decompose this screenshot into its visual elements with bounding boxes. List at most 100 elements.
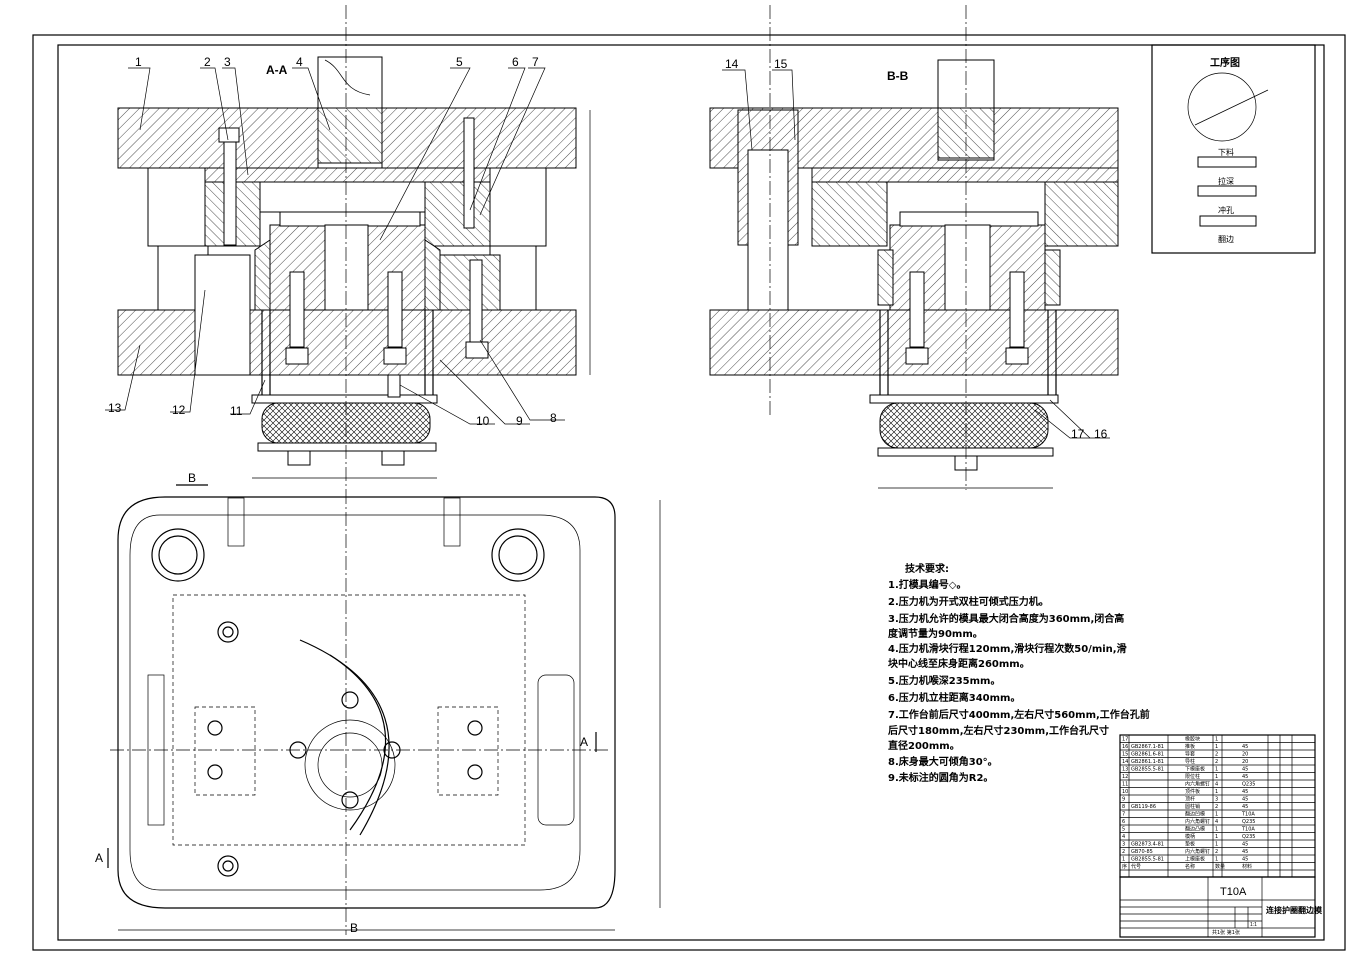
part-number-9: 9 <box>516 414 523 428</box>
bom-header-mat: 材料 <box>1242 863 1252 870</box>
bom-cell-qty: 2 <box>1215 752 1218 758</box>
bom-cell-qty: 1 <box>1215 834 1218 840</box>
part-number-15: 15 <box>774 57 788 71</box>
bom-cell-name: 顶件板 <box>1185 788 1200 795</box>
bom-cell-name: 导套 <box>1185 751 1195 758</box>
bom-cell-no: 9 <box>1122 797 1125 803</box>
bom-cell-no: 7 <box>1122 812 1125 818</box>
part-number-11: 11 <box>230 404 243 418</box>
part-number-5: 5 <box>456 55 463 69</box>
part-number-13: 13 <box>108 401 122 415</box>
bom-cell-qty: 2 <box>1215 849 1218 855</box>
plan-view <box>110 490 661 935</box>
bom-cell-std: GB2855.5-81 <box>1131 767 1164 773</box>
bom-cell-name: 翻边凹模 <box>1185 811 1205 818</box>
part-number-4: 4 <box>296 55 303 69</box>
bom-cell-qty: 1 <box>1215 857 1218 863</box>
bom-cell-no: 6 <box>1122 819 1125 825</box>
bom-cell-qty: 1 <box>1215 842 1218 848</box>
bom-cell-mat: 45 <box>1242 744 1248 750</box>
section-aa-view: A-A <box>117 5 591 490</box>
bom-cell-qty: 2 <box>1215 759 1218 765</box>
bom-cell-name: 顶杆 <box>1185 796 1195 803</box>
bom-cell-mat: 45 <box>1242 789 1248 795</box>
part-number-1: 1 <box>135 55 142 69</box>
part-number-7: 7 <box>532 55 539 69</box>
tech-req-6: 块中心线至床身距离260mm。 <box>888 657 1030 670</box>
bom-cell-qty: 1 <box>1215 827 1218 833</box>
bom-cell-mat: 45 <box>1242 774 1248 780</box>
bom-header-qty: 数量 <box>1215 863 1225 870</box>
bom-cell-mat: 20 <box>1242 752 1248 758</box>
title-block-material: T10A <box>1220 886 1247 898</box>
bom-cell-qty: 1 <box>1215 812 1218 818</box>
bom-cell-no: 14 <box>1122 759 1128 765</box>
bom-cell-std: GB119-86 <box>1131 804 1156 810</box>
bom-cell-mat: Q235 <box>1242 782 1255 788</box>
part-number-2: 2 <box>204 55 211 69</box>
bom-cell-qty: 1 <box>1215 737 1218 743</box>
bom-cell-name: 导柱 <box>1185 758 1195 765</box>
part-number-3: 3 <box>224 55 231 69</box>
bom-cell-mat: 20 <box>1242 759 1248 765</box>
bom-cell-mat: 45 <box>1242 857 1248 863</box>
process-chart-title: 工序图 <box>1210 56 1240 69</box>
section-aa-label: A-A <box>266 63 288 77</box>
tech-req-1: 1.打模具编号◇。 <box>888 578 966 591</box>
section-bb-view: B-B <box>709 5 1119 490</box>
bom-cell-name: 垫板 <box>1185 841 1195 848</box>
section-cut-markers: B B A A <box>95 471 597 935</box>
bom-cell-no: 16 <box>1122 744 1128 750</box>
title-block-sheet: 共1张 第1张 <box>1212 929 1240 936</box>
process-step-3: 冲孔 <box>1218 205 1234 215</box>
bom-header-name: 名称 <box>1185 863 1195 870</box>
bom-cell-qty: 3 <box>1215 797 1218 803</box>
part-number-12: 12 <box>172 403 186 417</box>
section-bb-label: B-B <box>887 69 909 83</box>
tech-req-11: 直径200mm。 <box>888 739 960 752</box>
bom-cell-mat: 45 <box>1242 804 1248 810</box>
bom-cell-qty: 2 <box>1215 804 1218 810</box>
process-step-2: 拉深 <box>1218 176 1234 186</box>
bom-cell-no: 11 <box>1122 782 1128 788</box>
part-number-16: 16 <box>1094 427 1108 441</box>
bom-cell-mat: 45 <box>1242 849 1248 855</box>
bom-header-no: 序 <box>1122 863 1127 870</box>
bom-cell-no: 13 <box>1122 767 1128 773</box>
part-number-8: 8 <box>550 411 557 425</box>
tech-req-3: 3.压力机允许的模具最大闭合高度为360mm,闭合高 <box>888 612 1124 625</box>
bom-cell-name: 圆柱销 <box>1185 803 1200 810</box>
bom-header-std: 代号 <box>1131 863 1141 870</box>
bom-cell-qty: 4 <box>1215 782 1218 788</box>
bom-cell-mat: 45 <box>1242 767 1248 773</box>
bom-cell-mat: 45 <box>1242 842 1248 848</box>
bom-cell-name: 模柄 <box>1185 833 1195 840</box>
process-step-4: 翻边 <box>1218 234 1234 244</box>
bom-cell-mat: 45 <box>1242 797 1248 803</box>
bom-cell-name: 翻边凸模 <box>1185 826 1205 833</box>
tech-req-5: 4.压力机滑块行程120mm,滑块行程次数50/min,滑 <box>888 642 1127 655</box>
bom-cell-no: 8 <box>1122 804 1125 810</box>
cut-label-b-bottom: B <box>350 921 358 935</box>
tech-req-13: 9.未标注的圆角为R2。 <box>888 771 993 784</box>
bom-cell-no: 15 <box>1122 752 1128 758</box>
cut-label-a-right: A <box>580 735 588 749</box>
tech-req-8: 6.压力机立柱距离340mm。 <box>888 691 1020 704</box>
bom-cell-std: GB2867.1-81 <box>1131 744 1164 750</box>
tech-req-10: 后尺寸180mm,左右尺寸230mm,工作台孔尺寸 <box>888 724 1109 737</box>
bom-cell-qty: 1 <box>1215 767 1218 773</box>
bom-cell-std: GB2873.4-81 <box>1131 842 1164 848</box>
bom-cell-no: 5 <box>1122 827 1125 833</box>
bom-cell-name: 内六角螺钉 <box>1185 818 1210 825</box>
bom-cell-no: 2 <box>1122 849 1125 855</box>
bom-cell-name: 上模座板 <box>1185 856 1205 863</box>
bom-cell-name: 内六角螺钉 <box>1185 781 1210 788</box>
bom-cell-no: 1 <box>1122 857 1125 863</box>
bom-cell-mat: T10A <box>1241 812 1255 818</box>
part-number-6: 6 <box>512 55 519 69</box>
part-number-14: 14 <box>725 57 739 71</box>
sheet-border-outer <box>32 34 1346 951</box>
bom-cell-qty: 1 <box>1215 774 1218 780</box>
part-numbers-right: 14 15 16 17 <box>725 57 1108 441</box>
